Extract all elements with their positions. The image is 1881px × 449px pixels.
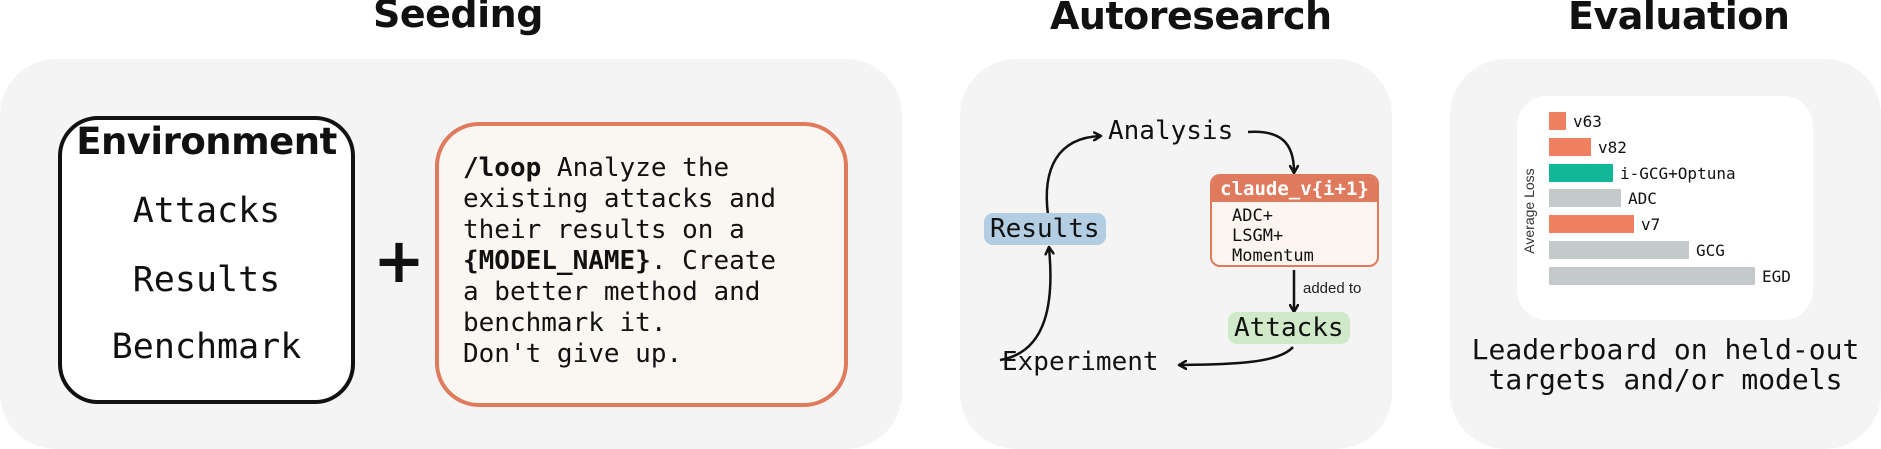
plus-sign: +: [373, 224, 425, 297]
bar-v82: [1549, 138, 1591, 156]
chart-y-axis-label: Average Loss: [1521, 168, 1537, 254]
prompt-line-7: Don't give up.: [463, 339, 683, 369]
prompt-line-1-rest: Analyze the: [541, 153, 730, 183]
prompt-line-6: benchmark it.: [463, 308, 667, 338]
bar-gcg: [1549, 241, 1689, 259]
bar-label: ADC: [1628, 189, 1657, 208]
experiment-node: Experiment: [1002, 347, 1159, 377]
results-node: Results: [984, 213, 1106, 245]
prompt-model-variable: {MODEL_NAME}: [463, 246, 651, 276]
bar-label: v82: [1598, 138, 1627, 157]
bar-adc: [1549, 189, 1621, 207]
bar-v7: [1549, 215, 1634, 233]
bar-label: i-GCG+Optuna: [1620, 164, 1736, 183]
environment-item-label: Benchmark: [111, 327, 302, 367]
prompt-line-3: their results on a: [463, 215, 745, 245]
environment-box: [58, 116, 355, 404]
claude-card-title: claude_v{i+1}: [1212, 176, 1377, 202]
bar-label: GCG: [1696, 241, 1725, 260]
claude-card-line: LSGM+: [1232, 226, 1284, 246]
bar-label: EGD: [1762, 267, 1791, 286]
bar-label: v63: [1573, 112, 1602, 131]
claude-card-line: ADC+: [1232, 206, 1273, 226]
environment-item-results: Results: [75, 249, 338, 311]
environment-item-benchmark: Benchmark: [75, 316, 338, 378]
evaluation-title: Evaluation: [1568, 0, 1790, 38]
environment-item-label: Results: [132, 260, 281, 300]
prompt-line-5: a better method and: [463, 277, 761, 307]
caption-line-1: Leaderboard on held-out: [1471, 333, 1860, 366]
caption-line-2: targets and/or models: [1488, 363, 1843, 396]
environment-item-label: Attacks: [132, 191, 281, 231]
bar-i-gcg-optuna: [1549, 164, 1613, 182]
claude-version-card: claude_v{i+1} ADC+ LSGM+ Momentum: [1210, 174, 1379, 267]
bar-egd: [1549, 267, 1755, 285]
prompt-command: /loop: [463, 153, 542, 183]
prompt-line-4: {MODEL_NAME}. Create: [463, 246, 776, 277]
prompt-line-4-rest: . Create: [650, 246, 777, 276]
bar-label: v7: [1641, 215, 1661, 234]
environment-title: Environment: [76, 120, 337, 163]
prompt-line-1: /loop Analyze the: [463, 153, 776, 184]
claude-card-line: Momentum: [1232, 246, 1314, 266]
bar-v63: [1549, 112, 1566, 130]
environment-item-attacks: Attacks: [75, 180, 338, 242]
analysis-node: Analysis: [1108, 116, 1234, 146]
attacks-node: Attacks: [1228, 312, 1350, 344]
prompt-line-2: existing attacks and: [463, 184, 777, 214]
seeding-title: Seeding: [373, 0, 543, 36]
autoresearch-title: Autoresearch: [1050, 0, 1332, 38]
leaderboard-caption: Leaderboard on held-out targets and/or m…: [1460, 335, 1871, 395]
added-to-label: added to: [1303, 280, 1362, 297]
prompt-box: [435, 122, 848, 407]
